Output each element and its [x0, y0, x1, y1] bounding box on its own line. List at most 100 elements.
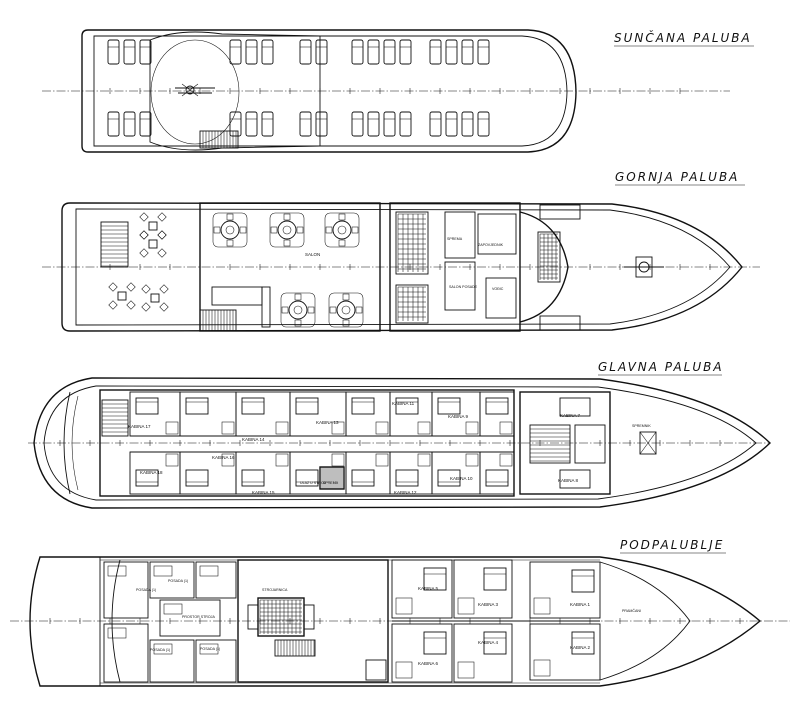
cabin-label: KABINA 15 [252, 490, 275, 495]
dining-chair [338, 213, 346, 221]
room-label: PRAMČANI [622, 608, 641, 613]
lounge-chair [141, 302, 151, 312]
crew-room [195, 639, 237, 683]
lounge-chair [157, 212, 167, 222]
table-center [225, 225, 235, 235]
dining-chair [270, 226, 278, 234]
deck-lower: PODPALUBLJE POSADA (1) POSADA (1) POSADA… [10, 538, 790, 687]
dining-chair [226, 239, 234, 247]
room-label: PROSTOR STROJA [182, 615, 215, 619]
lounge-chair [141, 284, 151, 294]
cabin-bed [571, 569, 595, 593]
cabin-label: KABINA 9 [448, 414, 469, 419]
cabin-bed [423, 567, 447, 591]
cabin-bathroom [165, 453, 179, 467]
wheelhouse-console [537, 231, 561, 283]
crew-bunk [199, 643, 219, 655]
room-label: SALON [305, 252, 320, 257]
lounge-chair [159, 302, 169, 312]
guest-cabin [529, 623, 601, 681]
deck-title-upper: GORNJA PALUBA [615, 170, 739, 184]
crew-bunk [199, 565, 219, 577]
table-bench [324, 212, 360, 248]
room-label: POSADA (1) [136, 588, 156, 592]
cabin-bed [437, 397, 461, 415]
cabin-room [479, 451, 515, 495]
cabin-bed [135, 397, 159, 415]
centerline-ticks [109, 264, 711, 270]
lounge-chair [139, 230, 149, 240]
cabin-bathroom [457, 597, 475, 615]
table-bench [212, 212, 248, 248]
cabin-bathroom [417, 453, 431, 467]
engine-room [237, 559, 389, 683]
cabin-label: KABINA 7 [560, 413, 581, 418]
dining-chair [342, 319, 350, 327]
lounge-chair [139, 248, 149, 258]
cabin-bed [241, 469, 265, 487]
cabin-bathroom [331, 453, 345, 467]
cabin-bathroom [275, 453, 289, 467]
room-guide [485, 277, 517, 319]
crew-salon [444, 261, 476, 311]
awning-dome [150, 39, 240, 145]
dining-chair [226, 213, 234, 221]
deck-title-main: GLAVNA PALUBA [598, 360, 724, 374]
lounge-chair [157, 230, 167, 240]
cabin-bathroom [465, 453, 479, 467]
cabin-label: KABINA 17 [128, 424, 151, 429]
dining-chair [307, 306, 315, 314]
room-label: POSADA (1) [200, 647, 220, 651]
upper-deck-stair [100, 221, 129, 268]
cabin-bed [395, 469, 419, 487]
fore-tank [639, 431, 657, 455]
cabin-bathroom [499, 421, 513, 435]
crew-room [103, 561, 149, 619]
salon-dining-tables [212, 212, 364, 328]
lounge-chair [108, 300, 118, 310]
sun-lounger [315, 111, 328, 137]
sun-lounger [477, 111, 490, 137]
lounge-chair [126, 300, 136, 310]
swim-platform [63, 391, 71, 495]
crew-quarters [103, 561, 237, 683]
sun-lounger [477, 39, 490, 65]
lounge-chair [157, 230, 167, 240]
deck-title-lower: PODPALUBLJE [620, 538, 724, 552]
bow-windlass [624, 256, 664, 278]
cabin-bathroom [457, 661, 475, 679]
sun-lounger [261, 39, 274, 65]
sun-lounger [261, 111, 274, 137]
room-label: POSADA (1) [150, 648, 170, 652]
cabin-room [235, 451, 291, 495]
sun-lounger [299, 111, 312, 137]
cabin-bed [559, 469, 591, 489]
sun-lounger [429, 111, 442, 137]
hull-outline [61, 202, 743, 332]
guest-cabin [453, 559, 513, 619]
cabin-bathroom [275, 421, 289, 435]
sun-lounger [315, 39, 328, 65]
guest-cabin [453, 623, 513, 683]
lounge-chair [139, 230, 149, 240]
cabin-bathroom [395, 597, 413, 615]
cabin-bathroom [331, 421, 345, 435]
cabin-label: ULAZ U STROJ [300, 481, 326, 485]
hull-outline [33, 377, 772, 509]
wheelhouse-front [519, 211, 569, 323]
cabin-bathroom [395, 661, 413, 679]
cabin-bed [185, 469, 209, 487]
deck-title-sun: SUNČANA PALUBA [614, 30, 752, 45]
crew-room [159, 599, 221, 637]
cabin-label: KABINA 8 [558, 478, 579, 483]
cabin-label: KABINA 5 [418, 586, 439, 591]
sun-lounger [229, 39, 242, 65]
sun-lounger [399, 111, 412, 137]
room-label: ZAPOVJEDNIK [478, 243, 504, 247]
crew-bunk [107, 627, 127, 639]
table-center [337, 225, 347, 235]
cabin-bed [485, 397, 509, 415]
crew-bunk [107, 565, 127, 577]
cabin-bathroom [499, 453, 513, 467]
